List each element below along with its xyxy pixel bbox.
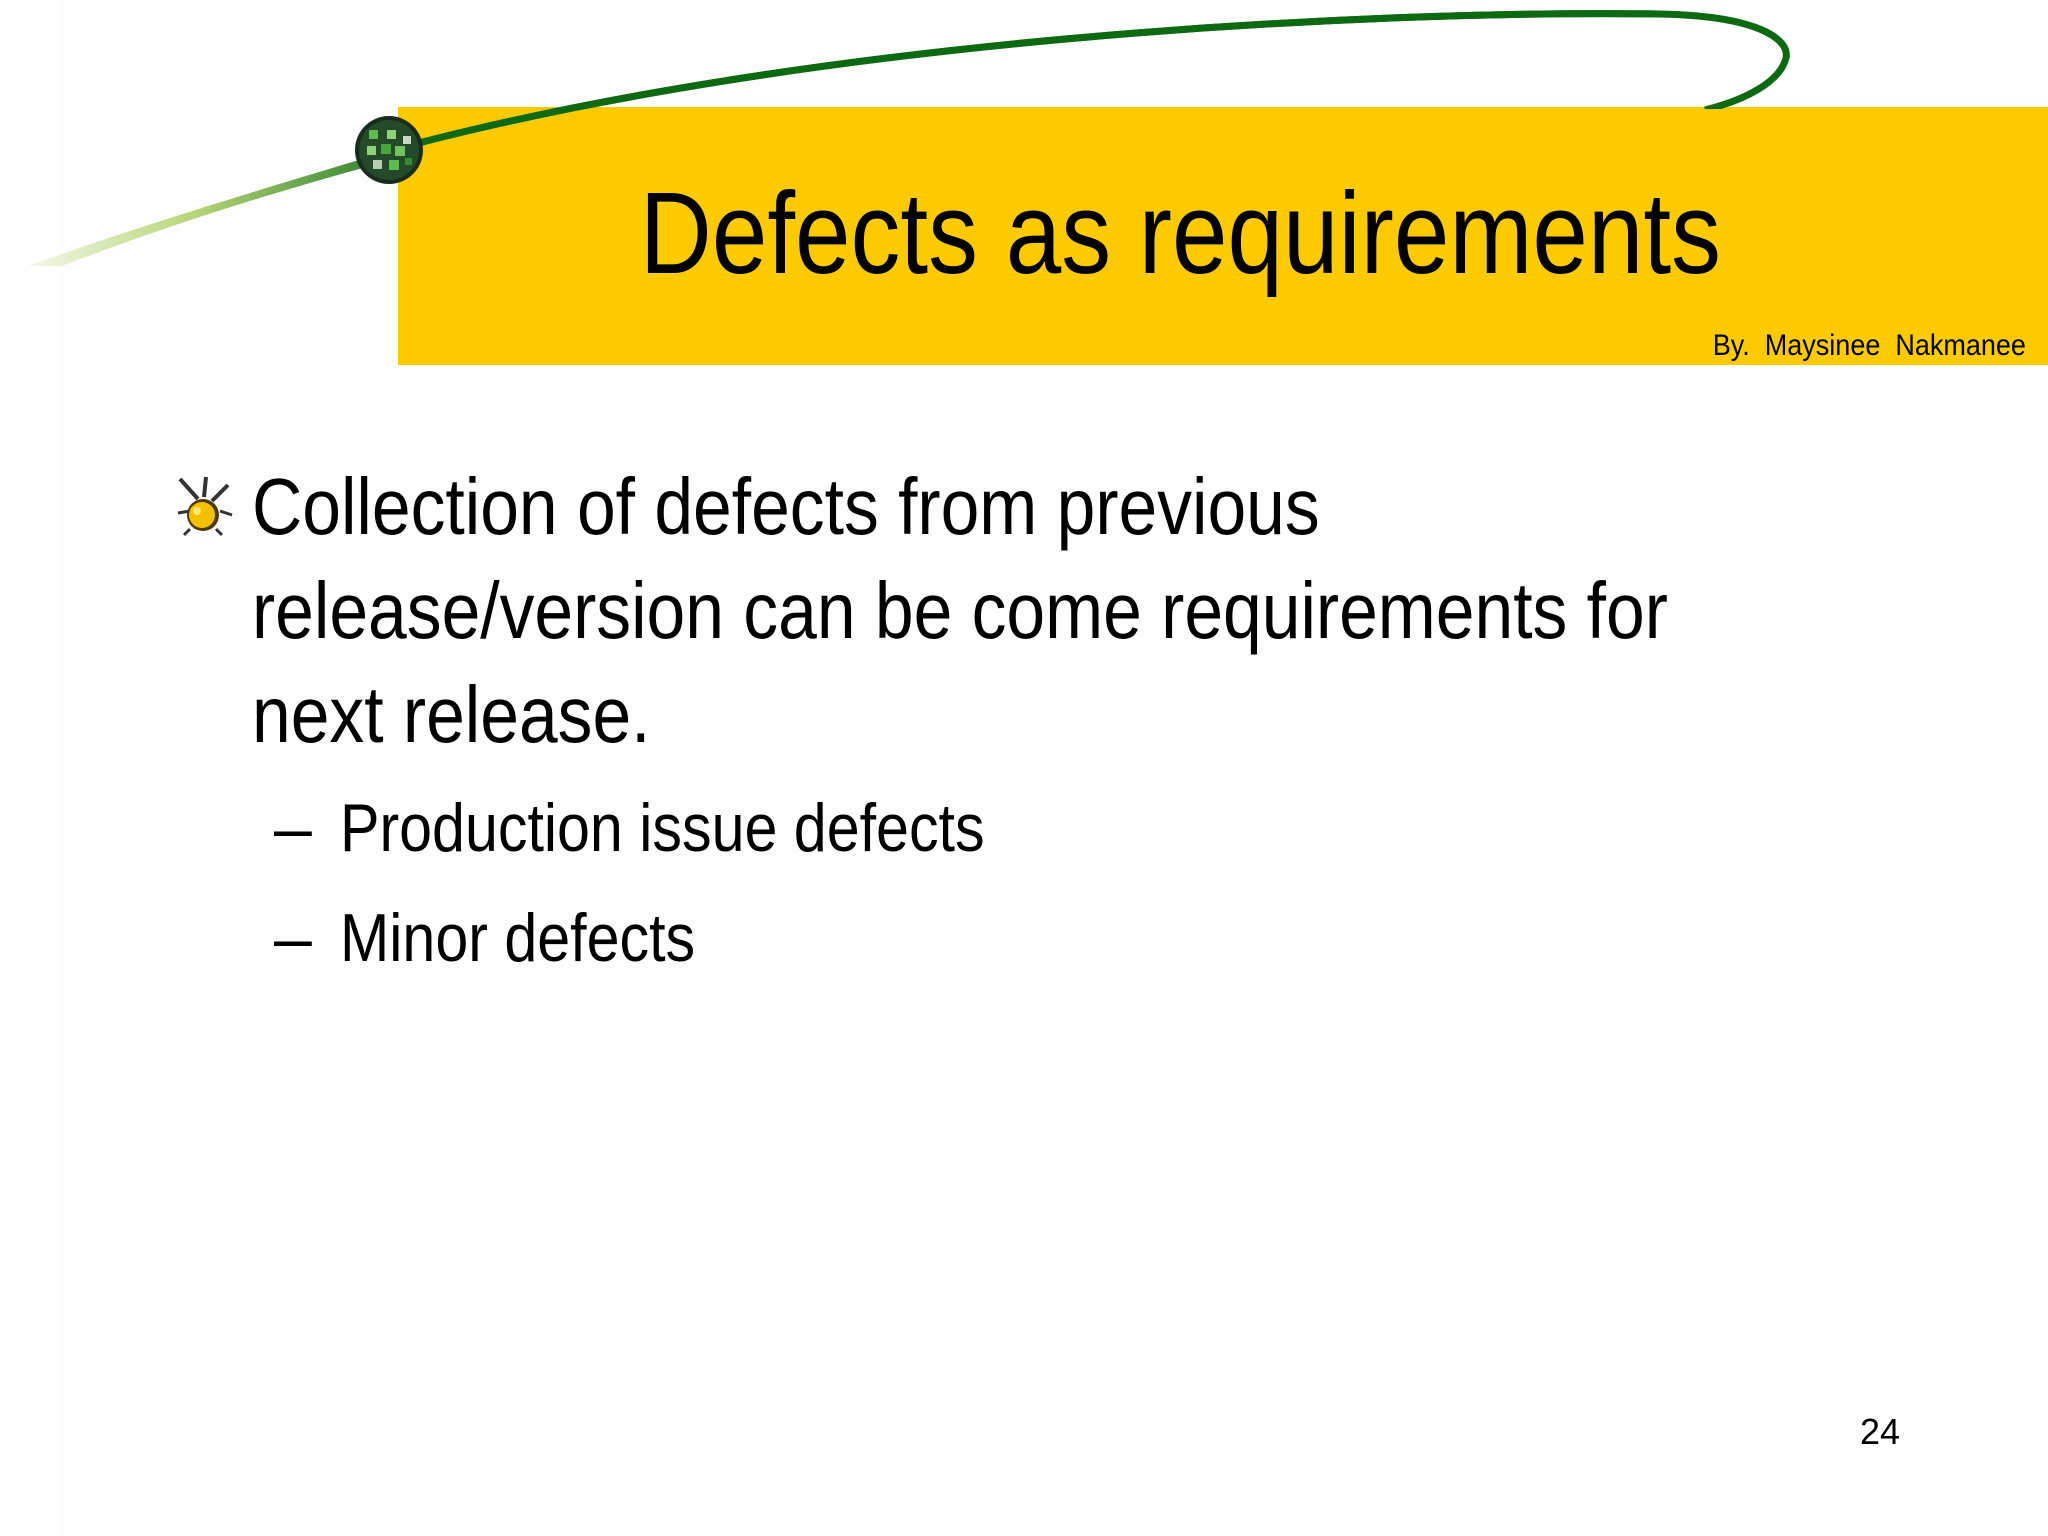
ladybug-icon <box>177 476 233 537</box>
page-number: 24 <box>1859 1411 1901 1452</box>
author-credit: By. Maysinee Nakmanee <box>1712 329 2026 362</box>
slide-title: Defects as requirements <box>639 168 1721 298</box>
bullet-text: Collection of defects from previous rele… <box>252 462 1668 759</box>
bullet-item: Collection of defects from previous rele… <box>170 455 1870 767</box>
slide-left-edge <box>0 0 62 1536</box>
swoosh-tail <box>28 150 392 266</box>
sub-bullet-text: Minor defects <box>340 900 696 976</box>
dash-marker: – <box>274 790 312 866</box>
sub-bullet-list: – Production issue defects – Minor defec… <box>170 773 1870 993</box>
sub-bullet-text: Production issue defects <box>340 790 985 866</box>
sub-bullet-item: – Production issue defects <box>274 773 1870 883</box>
dash-marker: – <box>274 900 312 976</box>
sub-bullet-item: – Minor defects <box>274 883 1870 993</box>
slide-content: Collection of defects from previous rele… <box>170 455 1870 993</box>
